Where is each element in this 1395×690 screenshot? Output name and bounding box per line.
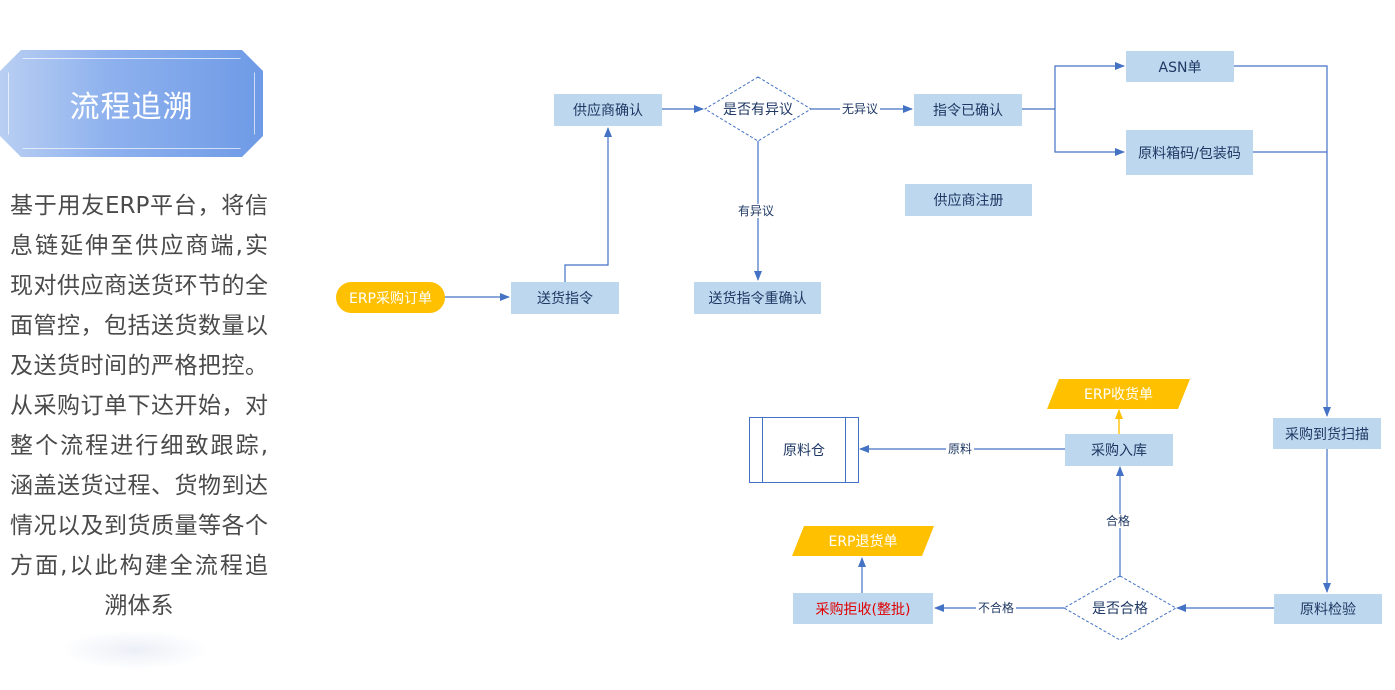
node-erp-receipt: ERP收货单 [1047, 379, 1190, 409]
label-qualified: 合格 [1104, 514, 1133, 528]
node-asn: ASN单 [1126, 51, 1234, 82]
label-unqualified: 不合格 [976, 601, 1017, 615]
qualified-diamond [1062, 575, 1178, 641]
title-badge-inner: 流程追溯 [8, 58, 255, 149]
node-purchase-inbound: 采购入库 [1065, 434, 1173, 466]
description-text: 基于用友ERP平台，将信息链延伸至供应商端,实现对供应商送货环节的全面管控，包括… [10, 193, 268, 619]
edge-asn-to-scan [1234, 65, 1331, 417]
decorative-fade [60, 630, 210, 670]
node-qualified-check: 是否合格 [1092, 601, 1148, 617]
node-inspection: 原料检验 [1274, 594, 1382, 624]
node-erp-purchase-order: ERP采购订单 [336, 282, 445, 313]
objection-diamond [704, 76, 812, 142]
node-raw-warehouse: 原料仓 [749, 417, 859, 483]
edge-to-asn [1054, 62, 1125, 109]
label-no-objection: 无异议 [840, 102, 881, 116]
node-objection-check: 是否有异议 [723, 102, 793, 118]
node-purchase-reject: 采购拒收(整批) [793, 593, 933, 624]
page-title: 流程追溯 [69, 89, 194, 125]
node-order-confirmed: 指令已确认 [914, 94, 1022, 126]
edge-to-material-code [1054, 109, 1125, 156]
node-material-code: 原料箱码/包装码 [1126, 130, 1253, 175]
node-erp-return: ERP退货单 [792, 526, 934, 556]
node-receipt-scan: 采购到货扫描 [1273, 418, 1381, 449]
node-delivery-order: 送货指令 [511, 282, 619, 314]
label-has-objection: 有异议 [736, 204, 777, 218]
node-supplier-confirm: 供应商确认 [554, 94, 662, 126]
label-raw-material: 原料 [946, 442, 975, 456]
node-delivery-reconfirm: 送货指令重确认 [694, 282, 821, 314]
title-badge: 流程追溯 [0, 50, 263, 157]
edge-delivery-to-supplier [564, 127, 612, 282]
node-supplier-register: 供应商注册 [905, 184, 1032, 216]
